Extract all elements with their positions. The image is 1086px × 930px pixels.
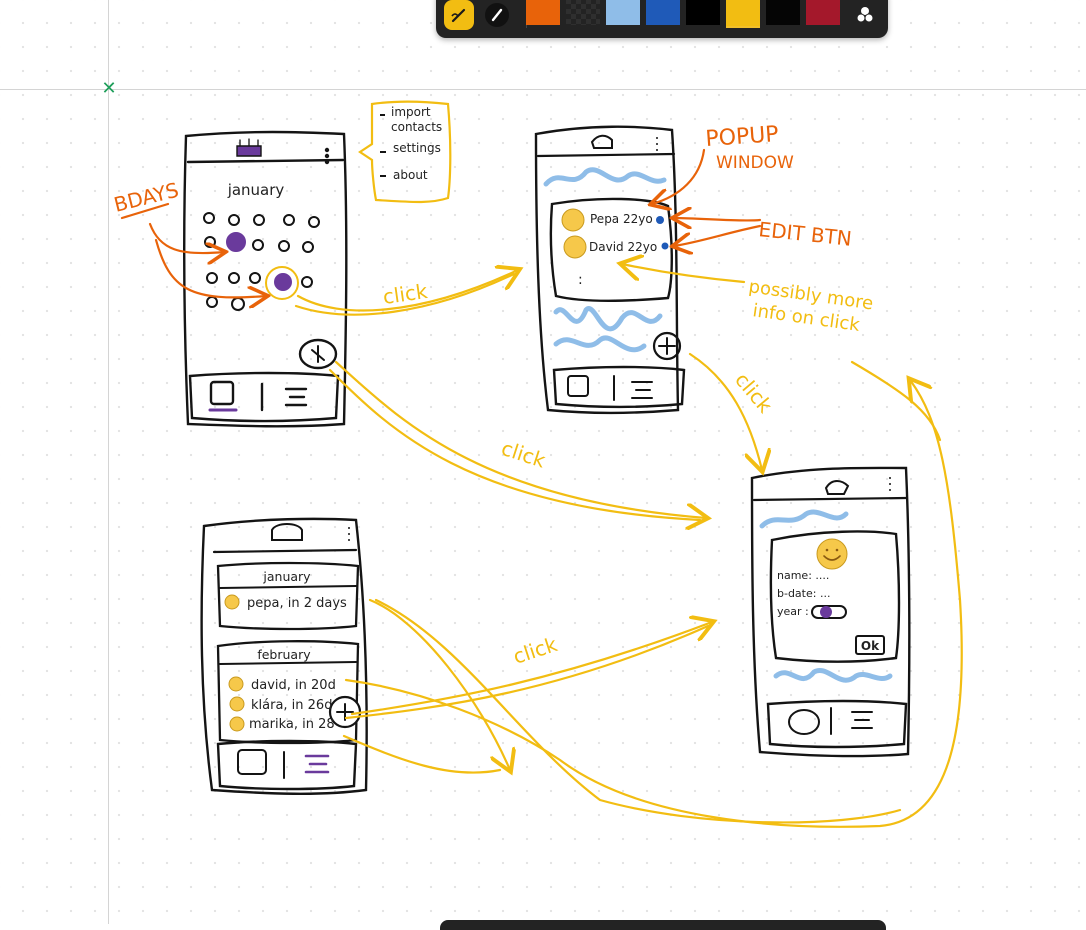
list-item-marika[interactable]: marika, in 28 [249,717,335,732]
color-swatch-yellow[interactable] [726,0,760,28]
color-swatch-red[interactable] [806,0,840,25]
phone-sketch-calendar [183,130,348,428]
phone-sketch-detail [750,466,911,758]
add-fab-sketch [298,338,338,370]
horizontal-axis-guide [0,89,1086,90]
overflow-menu-icon [348,527,350,541]
color-swatch-lightblue[interactable] [606,0,640,25]
note-edit-btn: EDIT BTN [757,217,852,251]
list-item-david[interactable]: david, in 20d [251,678,336,693]
contact-row-david[interactable]: David 22yo [589,240,657,254]
orange-annotations [120,148,762,297]
list-tab-icon [284,387,308,407]
pen-tool-icon[interactable] [444,0,474,30]
contact-row-pepa[interactable]: Pepa 22yo [590,212,653,226]
marker-tool-icon[interactable] [482,0,512,30]
menu-item-import[interactable]: import [391,105,431,119]
contact-tab-icon [208,380,238,412]
list-item-pepa[interactable]: pepa, in 2 days [247,596,347,611]
color-swatch-transparent[interactable] [566,0,600,25]
note-popup: POPUP [705,122,780,152]
color-swatch-black[interactable] [686,0,720,25]
note-window: WINDOW [716,153,794,173]
color-swatch-orange[interactable] [526,0,560,25]
detail-year-label: year : [777,605,809,618]
color-palette-icon[interactable] [850,0,880,30]
color-swatch-black-2[interactable] [766,0,800,25]
menu-item-about[interactable]: about [393,168,428,182]
menu-item-settings[interactable]: settings [393,141,441,155]
add-fab-sketch [652,331,682,361]
overflow-menu-icon [656,137,658,151]
overflow-menu-icon [889,477,891,491]
cake-icon [236,138,262,157]
overflow-menu-popup [358,100,452,204]
ok-button[interactable]: Ok [861,639,880,653]
vertical-axis-guide [108,0,109,924]
overflow-menu-icon [324,147,330,165]
group-header-january: january [262,569,311,584]
bottom-panel-edge [440,920,886,930]
year-toggle-sketch [811,605,847,619]
note-click-3: click [730,368,777,418]
drawing-toolbar [436,0,888,38]
phone-sketch-popup [534,125,686,415]
menu-item-contacts[interactable]: contacts [391,120,442,134]
yellow-flow-arrows [294,264,963,828]
more-rows-indicator: : [578,272,583,288]
detail-name-label: name: .... [777,569,829,582]
add-fab-sketch [328,695,362,729]
detail-bdate-label: b-date: ... [777,587,830,600]
color-swatch-blue[interactable] [646,0,680,25]
month-label: january [227,181,285,199]
note-click-4: click [510,632,560,669]
group-header-february: february [257,647,311,662]
origin-marker-icon: ✕ [101,78,117,99]
list-item-klara[interactable]: klára, in 26d [251,698,332,713]
note-click-2: click [498,436,548,473]
